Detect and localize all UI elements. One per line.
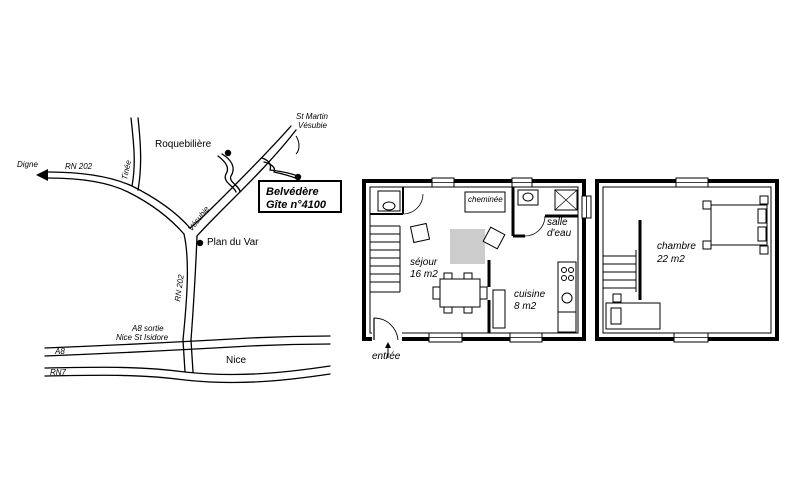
label-a8-sortie-nice: Nice St Isidore	[116, 333, 169, 342]
dot-plan-du-var-icon	[196, 239, 204, 247]
fireplace-icon	[464, 191, 506, 213]
staircase-ground	[370, 225, 401, 293]
label-plan-du-var: Plan du Var	[207, 237, 259, 248]
kitchen-counter-icon	[492, 261, 577, 333]
label-a8-sortie: A8 sortie	[132, 324, 164, 333]
label-rn7: RN7	[50, 368, 67, 377]
label-sejour: séjour	[410, 257, 438, 268]
label-entree: entrée	[372, 351, 401, 362]
road-roquebiliere	[217, 155, 237, 193]
armchair-icon	[409, 222, 506, 250]
label-nice: Nice	[226, 355, 247, 366]
label-roquebiliere: Roquebilière	[155, 139, 212, 150]
road-a8	[44, 335, 331, 349]
gite-number: Gîte n°4100	[266, 199, 327, 211]
upper-floor-walls	[595, 179, 779, 341]
label-salle: salle	[547, 217, 568, 228]
staircase-upper	[603, 250, 637, 292]
ground-floor-walls	[362, 179, 586, 341]
double-bed-icon	[702, 195, 769, 255]
road-vesubie	[189, 125, 292, 229]
dot-roquebiliere-icon	[224, 149, 232, 157]
arrow-digne-icon	[36, 169, 48, 181]
floor-tile	[450, 229, 485, 264]
road-rn202-south	[182, 233, 189, 341]
label-sejour-area: 16 m2	[410, 269, 438, 280]
label-deau: d'eau	[547, 228, 572, 239]
entrance-door-icon	[373, 317, 399, 341]
dot-gite-icon	[294, 173, 302, 181]
road-belvedere	[261, 157, 299, 177]
label-chambre-area: 22 m2	[657, 254, 685, 265]
entrance-arrow-icon	[385, 342, 391, 348]
dining-table-icon	[432, 272, 488, 314]
label-st-martin-vesubie: Vésubie	[298, 121, 327, 130]
wc-icon	[382, 201, 396, 211]
label-st-martin: St Martin	[296, 112, 329, 121]
label-rn202-top: RN 202	[65, 162, 93, 171]
label-chambre: chambre	[657, 241, 696, 252]
label-a8: A8	[55, 347, 65, 356]
label-digne: Digne	[17, 160, 38, 169]
gite-name: Belvédère	[266, 186, 319, 198]
label-cheminee: cheminée	[468, 195, 503, 204]
label-cuisine-area: 8 m2	[514, 301, 537, 312]
shower-icon	[554, 189, 578, 211]
road-tinee	[130, 117, 135, 187]
gite-label-box: Belvédère Gîte n°4100	[258, 180, 342, 213]
single-bed-icon	[605, 293, 661, 330]
sink-icon	[522, 192, 534, 202]
label-cuisine: cuisine	[514, 289, 546, 300]
